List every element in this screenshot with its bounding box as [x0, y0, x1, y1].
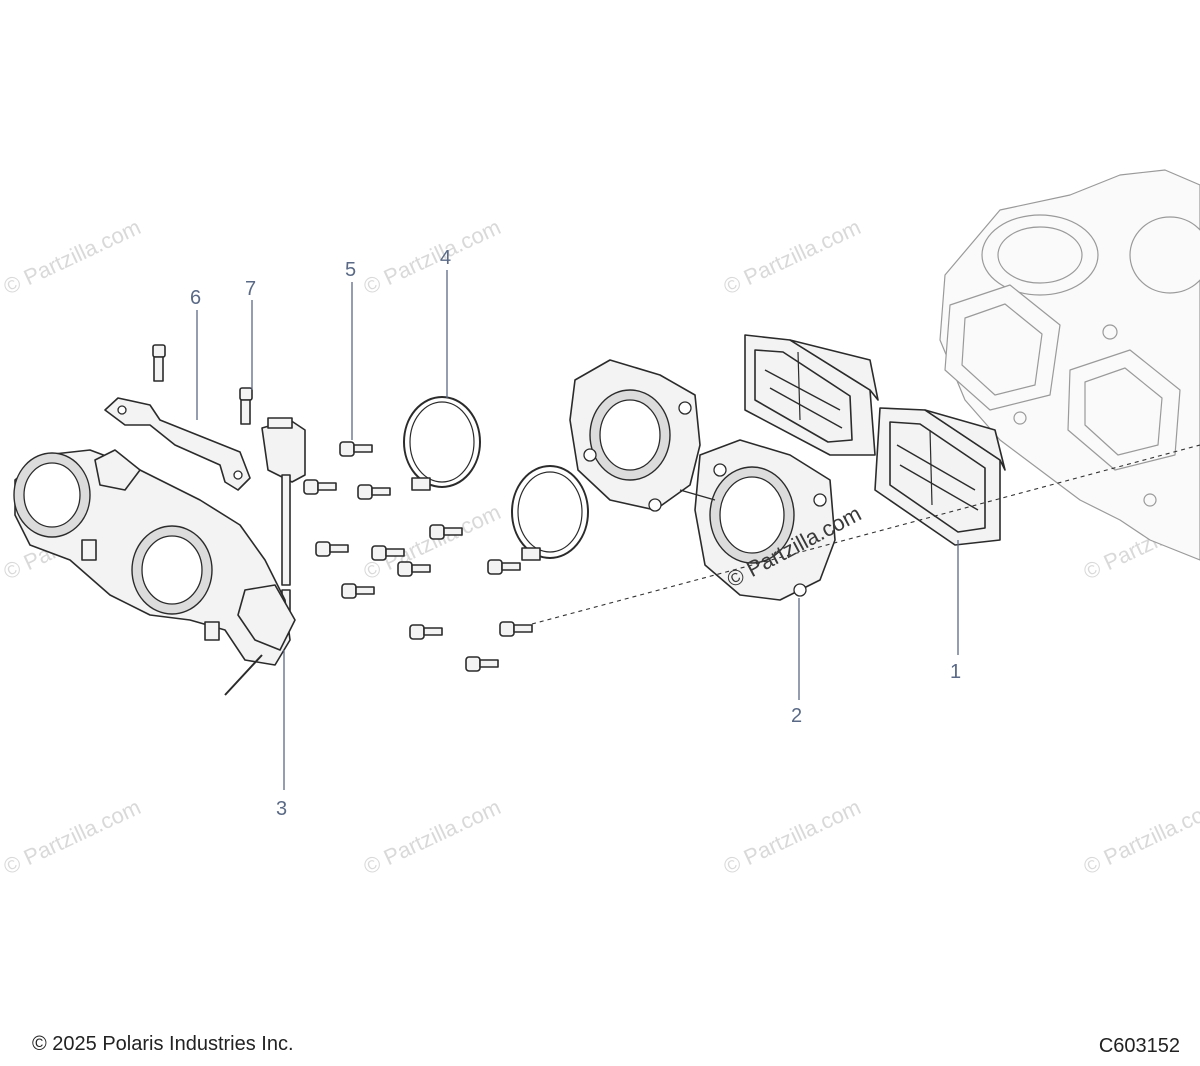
bolt: [371, 545, 405, 561]
bolt: [339, 441, 373, 457]
callout-4: 4: [440, 247, 451, 269]
reed-valve-upper: [744, 334, 879, 456]
watermark: © Partzilla.com: [360, 214, 505, 299]
bracket: [104, 397, 251, 491]
watermark: © Partzilla.com: [360, 794, 505, 879]
bolt: [397, 561, 431, 577]
intake-manifold: [569, 359, 836, 601]
figure-id: C603152: [1098, 1035, 1180, 1057]
sensor-assembly: [261, 417, 306, 626]
bolt: [341, 583, 375, 599]
bolt: [499, 621, 533, 637]
engine-crankcase: [939, 169, 1200, 561]
callout-3: 3: [276, 798, 287, 820]
hose-clamp-upper: [403, 396, 481, 491]
callout-5: 5: [345, 259, 356, 281]
screw: [152, 344, 166, 382]
callout-6: 6: [190, 287, 201, 309]
screws: [152, 344, 253, 425]
bolt: [465, 656, 499, 672]
screw: [239, 387, 253, 425]
watermark: © Partzilla.com: [0, 214, 144, 299]
bolt: [303, 479, 337, 495]
throttle-body: [13, 449, 296, 696]
bolt: [357, 484, 391, 500]
callouts: 1 2 3 4 5 6 7: [190, 247, 961, 820]
watermark: © Partzilla.com: [720, 214, 865, 299]
callout-7: 7: [245, 278, 256, 300]
callout-1: 1: [950, 661, 961, 683]
bolt: [315, 541, 349, 557]
bolt: [487, 559, 521, 575]
watermark: © Partzilla.com: [720, 794, 865, 879]
bolt: [429, 524, 463, 540]
watermark: © Partzilla.com: [360, 499, 505, 584]
watermark: © Partzilla.com: [1080, 794, 1200, 879]
bolts: [303, 441, 533, 672]
watermark: © Partzilla.com: [0, 794, 144, 879]
reed-valve-lower: [874, 407, 1006, 546]
callout-2: 2: [791, 705, 802, 727]
hose-clamp-lower: [511, 465, 589, 561]
assembly-line: [531, 444, 1200, 625]
copyright-notice: © 2025 Polaris Industries Inc.: [32, 1033, 294, 1055]
bolt: [409, 624, 443, 640]
